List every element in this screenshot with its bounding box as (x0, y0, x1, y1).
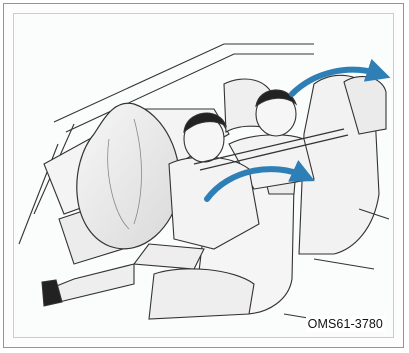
airbag-deployment-illustration (14, 14, 394, 338)
figure-outer-border: OMS61-3780 (3, 3, 404, 348)
rear-seat (299, 75, 386, 254)
figure-inner-border: OMS61-3780 (13, 13, 394, 338)
figure-code: OMS61-3780 (306, 316, 385, 332)
